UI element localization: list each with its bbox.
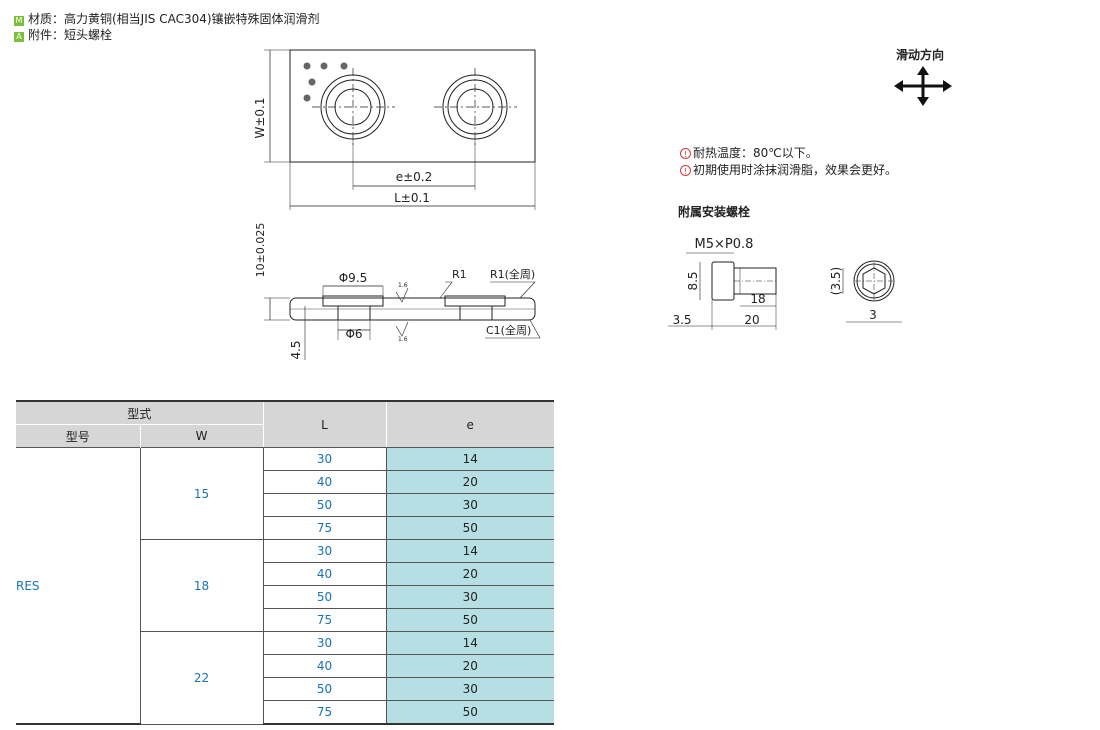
model-cell: RES <box>16 447 141 725</box>
e-dimension-label: e±0.2 <box>396 170 433 184</box>
depth-label: 4.5 <box>289 340 303 359</box>
plate-top-view <box>289 49 536 163</box>
l-cell: 30 <box>263 631 387 655</box>
bolt-total-length-label: 20 <box>744 313 759 327</box>
l-cell: 50 <box>263 493 387 517</box>
l-cell: 30 <box>263 447 387 471</box>
roughness-top-label: 1.6 <box>398 282 408 289</box>
e-cell: 14 <box>386 631 554 655</box>
c1-all-label: C1(全周) <box>486 323 531 337</box>
header-type: 型式 <box>16 401 264 425</box>
bolt-title: 附属安装螺栓 <box>678 205 751 219</box>
l-cell: 40 <box>263 654 387 678</box>
material-badge: M <box>14 16 24 26</box>
accessory-line: A 附件：短头螺栓 <box>14 28 112 43</box>
w-cell: 18 <box>140 539 264 632</box>
l-cell: 50 <box>263 677 387 701</box>
header-l: L <box>263 401 387 448</box>
w-dimension-label: W±0.1 <box>253 97 267 138</box>
note-lube: !初期使用时涂抹润滑脂，效果会更好。 <box>680 162 897 178</box>
l-cell: 30 <box>263 539 387 563</box>
r1-label: R1 <box>452 268 467 281</box>
r1-all-label: R1(全周) <box>490 267 535 281</box>
e-cell: 14 <box>386 539 554 563</box>
e-cell: 14 <box>386 447 554 471</box>
material-text: 材质：高力黄铜(相当JIS CAC304)镶嵌特殊固体润滑剂 <box>28 12 320 26</box>
bolt-hex-height-label: (3.5) <box>829 267 843 295</box>
material-line: M 材质：高力黄铜(相当JIS CAC304)镶嵌特殊固体润滑剂 <box>14 12 320 27</box>
warning-icon: ! <box>680 165 691 176</box>
l-cell: 75 <box>263 516 387 540</box>
note-heat: !耐热温度：80℃以下。 <box>680 145 818 161</box>
accessory-badge: A <box>14 32 24 42</box>
header-e: e <box>386 401 554 448</box>
roughness-bottom-label: 1.6 <box>398 336 408 343</box>
e-cell: 50 <box>386 516 554 540</box>
phi-small-label: Φ6 <box>345 327 362 341</box>
accessory-text: 附件：短头螺栓 <box>28 28 113 42</box>
l-cell: 40 <box>263 470 387 494</box>
bolt-thread-length-label: 18 <box>750 292 765 306</box>
l-cell: 50 <box>263 585 387 609</box>
e-cell: 50 <box>386 608 554 632</box>
e-cell: 30 <box>386 677 554 701</box>
header-w: W <box>140 424 264 448</box>
note-lube-text: 初期使用时涂抹润滑脂，效果会更好。 <box>693 163 898 177</box>
note-heat-text: 耐热温度：80℃以下。 <box>693 146 818 160</box>
bolt-thread-label: M5×P0.8 <box>695 237 754 252</box>
bolt-hex-width-label: 3 <box>869 308 877 322</box>
w-cell: 22 <box>140 631 264 725</box>
technical-drawing: W±0.1 e±0.2 L±0.1 10±0.025 Φ9.5 Φ6 R1 R1… <box>253 49 952 360</box>
w-cell: 15 <box>140 447 264 540</box>
phi-big-label: Φ9.5 <box>339 271 368 285</box>
bolt-head <box>711 261 735 301</box>
lubricant-dots <box>303 62 348 102</box>
l-cell: 75 <box>263 608 387 632</box>
header-model: 型号 <box>16 424 141 448</box>
bolt-end-view <box>853 260 895 302</box>
e-cell: 20 <box>386 562 554 586</box>
thickness-dimension-label: 10±0.025 <box>254 223 267 278</box>
e-cell: 30 <box>386 585 554 609</box>
e-cell: 30 <box>386 493 554 517</box>
bolt-head-length-label: 3.5 <box>672 313 691 327</box>
slide-direction-label: 滑动方向 <box>896 48 945 62</box>
l-dimension-label: L±0.1 <box>394 191 430 205</box>
e-cell: 50 <box>386 700 554 725</box>
l-cell: 75 <box>263 700 387 725</box>
e-cell: 20 <box>386 654 554 678</box>
warning-icon: ! <box>680 148 691 159</box>
bolt-head-height-label: 8.5 <box>686 271 700 290</box>
l-cell: 40 <box>263 562 387 586</box>
e-cell: 20 <box>386 470 554 494</box>
